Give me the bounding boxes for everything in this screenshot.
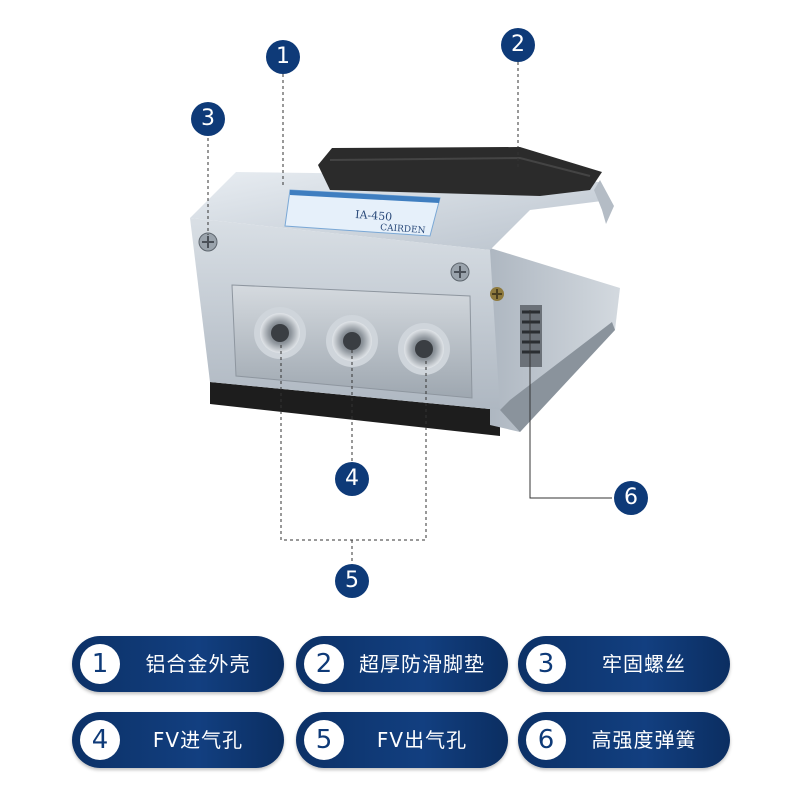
callout-1: 1 [266, 40, 300, 74]
legend-text: FV出气孔 [376, 728, 468, 752]
callout-4: 4 [335, 462, 369, 496]
legend-number: 1 [80, 644, 120, 684]
inlet-port-center [326, 315, 378, 367]
foot-valve-illustration: IA-450 CAIRDEN [190, 62, 620, 562]
screw-left [198, 232, 218, 252]
legend-item-4: 4 FV进气孔 [72, 712, 284, 768]
anti-slip-pad [318, 147, 602, 196]
legend-item-5: 5 FV出气孔 [296, 712, 508, 768]
product-label-model: IA-450 [355, 208, 393, 224]
product-label-brand: CAIRDEN [380, 223, 426, 236]
legend-text: 高强度弹簧 [591, 728, 697, 752]
outlet-port-right [398, 323, 450, 375]
callout-2: 2 [501, 28, 535, 62]
legend-text: 铝合金外壳 [145, 652, 251, 676]
legend-item-1: 1 铝合金外壳 [72, 636, 284, 692]
base-rubber [210, 382, 500, 436]
inlet-port-left [254, 307, 306, 359]
legend-text: 超厚防滑脚垫 [359, 652, 485, 676]
legend-number: 4 [80, 720, 120, 760]
legend-number: 5 [304, 720, 344, 760]
screw-right [450, 262, 470, 282]
screw-side [490, 287, 504, 301]
product-label [284, 189, 441, 237]
side-panel [490, 248, 620, 432]
callout-6: 6 [614, 481, 648, 515]
legend-text: 牢固螺丝 [602, 652, 686, 676]
legend-item-6: 6 高强度弹簧 [518, 712, 730, 768]
spring-housing [520, 305, 542, 367]
callout-5: 5 [335, 564, 369, 598]
legend-number: 6 [526, 720, 566, 760]
product-diagram: IA-450 CAIRDEN [190, 62, 620, 562]
legend-item-2: 2 超厚防滑脚垫 [296, 636, 508, 692]
legend-item-3: 3 牢固螺丝 [518, 636, 730, 692]
legend-number: 2 [304, 644, 344, 684]
leader-line-6 [529, 310, 612, 499]
callout-3: 3 [191, 102, 225, 136]
legend-number: 3 [526, 644, 566, 684]
legend-text: FV进气孔 [152, 728, 244, 752]
spring [522, 310, 540, 354]
leader-lines [207, 62, 519, 562]
